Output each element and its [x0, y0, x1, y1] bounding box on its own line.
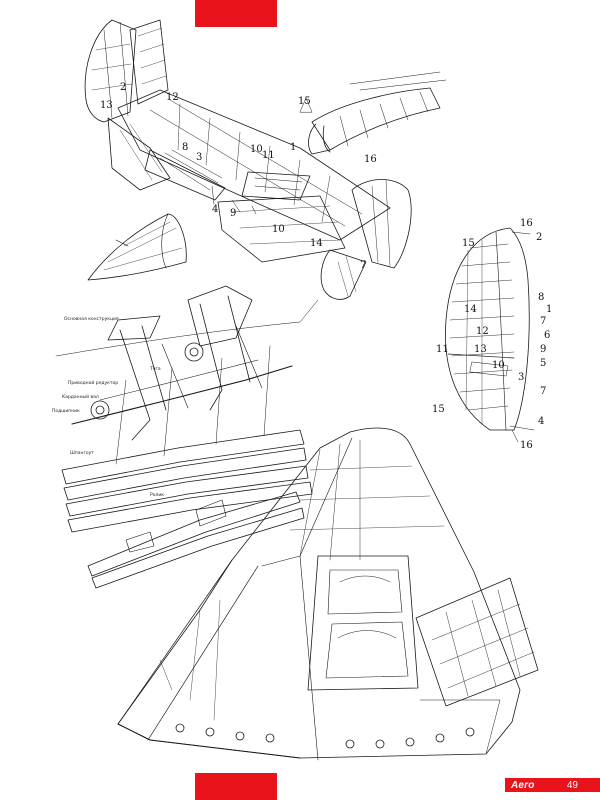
- svg-text:Подшипник: Подшипник: [52, 408, 80, 414]
- svg-text:8: 8: [538, 292, 544, 303]
- svg-text:15: 15: [432, 404, 445, 415]
- svg-text:16: 16: [364, 154, 377, 165]
- fin-drawing: 16 2 15 8 1 7 6 9 14 12 13 11 10 5 3 7 1…: [432, 218, 552, 451]
- svg-text:15: 15: [462, 238, 475, 249]
- svg-text:13: 13: [474, 344, 487, 355]
- svg-text:4: 4: [538, 416, 544, 427]
- tail-cone-drawing: [87, 213, 187, 281]
- svg-text:11: 11: [436, 344, 449, 355]
- svg-text:12: 12: [476, 326, 489, 337]
- svg-text:9: 9: [540, 344, 546, 355]
- svg-text:Основная конструкция: Основная конструкция: [64, 316, 119, 322]
- wing-drawing: [117, 427, 539, 761]
- svg-text:5: 5: [540, 358, 546, 369]
- svg-text:8: 8: [182, 142, 188, 153]
- svg-text:11: 11: [262, 150, 275, 161]
- svg-text:10: 10: [250, 144, 263, 155]
- svg-text:2: 2: [536, 232, 542, 243]
- svg-text:7: 7: [540, 386, 546, 397]
- bottom-red-tab: [195, 773, 277, 800]
- svg-text:12: 12: [166, 92, 179, 103]
- svg-text:10: 10: [492, 360, 505, 371]
- svg-text:16: 16: [520, 440, 533, 451]
- svg-text:1: 1: [546, 304, 552, 315]
- svg-text:3: 3: [518, 372, 524, 383]
- svg-text:10: 10: [272, 224, 285, 235]
- svg-text:7: 7: [540, 316, 546, 327]
- svg-text:6: 6: [544, 330, 550, 341]
- svg-text:Карданный вал: Карданный вал: [62, 393, 99, 400]
- page-number: 49: [566, 779, 578, 791]
- svg-text:1: 1: [290, 142, 296, 153]
- svg-text:14: 14: [464, 304, 477, 315]
- svg-text:13: 13: [100, 100, 113, 111]
- svg-text:14: 14: [310, 238, 323, 249]
- tail-unit-drawing: 2 13 12 15 8 3 10 11 1 16 4 9 10 14 7: [84, 19, 447, 300]
- svg-text:15: 15: [298, 96, 311, 107]
- svg-text:4: 4: [212, 204, 218, 215]
- svg-text:9: 9: [230, 208, 236, 219]
- svg-text:3: 3: [196, 152, 202, 163]
- brand-logo: Aero: [511, 779, 535, 791]
- svg-text:7: 7: [360, 260, 366, 271]
- svg-text:Ролик: Ролик: [150, 492, 164, 498]
- page-footer: Aero 49: [505, 778, 600, 792]
- top-red-tab: [195, 0, 277, 27]
- svg-text:Шпангоут: Шпангоут: [70, 450, 94, 456]
- svg-text:16: 16: [520, 218, 533, 229]
- svg-text:Приводной редуктор: Приводной редуктор: [68, 379, 118, 386]
- svg-text:Тяга: Тяга: [149, 366, 161, 372]
- svg-text:2: 2: [120, 82, 126, 93]
- flap-drive-drawing: Основная конструкция Тяга Приводной реду…: [52, 285, 319, 589]
